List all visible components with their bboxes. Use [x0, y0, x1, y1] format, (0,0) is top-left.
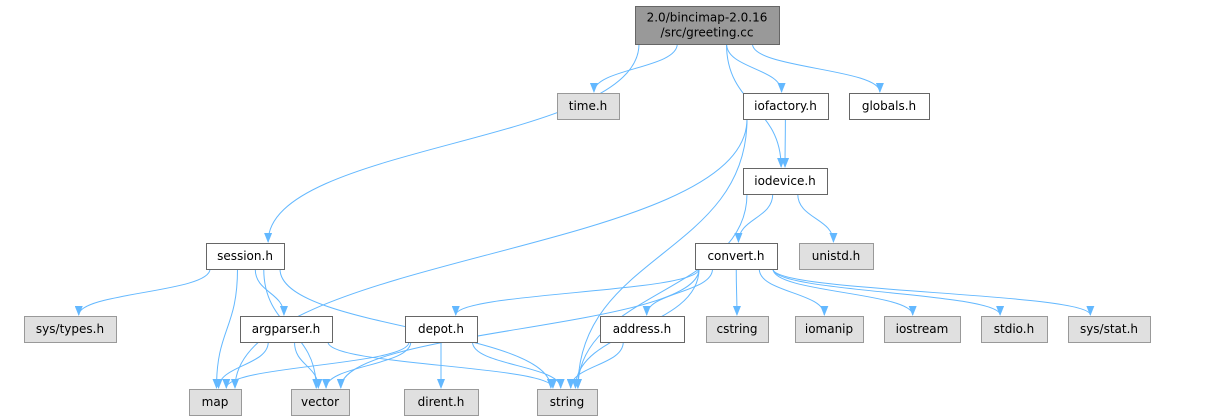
node-depot-box: [405, 316, 478, 343]
node-time-label-0: time.h: [569, 99, 608, 113]
node-root-label-0: 2.0/bincimap-2.0.16: [647, 11, 768, 25]
node-iofactory-label-0: iofactory.h: [754, 99, 817, 113]
node-iodevice-label-0: iodevice.h: [754, 174, 816, 188]
node-depot-label-0: depot.h: [418, 322, 464, 336]
edge-convert-to-iomanip: [758, 268, 829, 316]
node-systypes: sys/types.h: [24, 316, 117, 343]
node-depot[interactable]: depot.h: [405, 316, 478, 343]
node-convert-label-0: convert.h: [707, 249, 764, 263]
node-iodevice[interactable]: iodevice.h: [743, 168, 828, 195]
edge-convert-to-depot: [451, 268, 700, 316]
nodes-layer: 2.0/bincimap-2.0.16/src/greeting.cc time.…: [24, 6, 1151, 416]
edge-session-to-argparser: [254, 268, 288, 316]
node-globals-box: [849, 93, 930, 120]
node-iofactory-box: [743, 93, 829, 120]
edge-iofactory-to-string: [573, 118, 748, 389]
node-unistd: unistd.h: [799, 243, 874, 270]
node-session-box: [206, 243, 285, 270]
node-map: map: [189, 389, 242, 416]
node-cstring: cstring: [706, 316, 769, 343]
edge-argparser-to-map: [214, 341, 269, 389]
node-root[interactable]: 2.0/bincimap-2.0.16/src/greeting.cc: [635, 6, 780, 45]
edge-convert-to-stdio: [772, 268, 1005, 316]
node-vector: vector: [291, 389, 350, 416]
node-unistd-label-0: unistd.h: [812, 249, 861, 263]
node-stdio-box: [981, 316, 1048, 343]
node-iodevice-box: [743, 168, 828, 195]
node-iomanip-label-0: iomanip: [805, 322, 853, 336]
node-iostream-label-0: iostream: [896, 322, 949, 336]
node-map-label-0: map: [202, 395, 229, 409]
node-stdio: stdio.h: [981, 316, 1048, 343]
node-sysstat: sys/stat.h: [1068, 316, 1151, 343]
node-root-box: [635, 6, 780, 45]
node-dirent-label-0: dirent.h: [418, 395, 465, 409]
edge-depot-to-map: [222, 341, 410, 389]
edge-convert-to-vector: [336, 268, 700, 389]
node-systypes-box: [24, 316, 117, 343]
node-dirent-box: [404, 389, 479, 416]
node-session[interactable]: session.h: [206, 243, 285, 270]
edge-session-to-systypes: [74, 268, 211, 316]
node-address-label-0: address.h: [613, 322, 672, 336]
node-globals[interactable]: globals.h: [849, 93, 930, 120]
edge-argparser-to-vector: [294, 341, 323, 389]
node-dirent: dirent.h: [404, 389, 479, 416]
node-time-box: [557, 93, 620, 120]
edge-session-to-map: [212, 268, 238, 389]
edge-root-to-globals: [752, 43, 884, 93]
node-iomanip: iomanip: [795, 316, 864, 343]
node-session-label-0: session.h: [217, 249, 273, 263]
node-map-box: [189, 389, 242, 416]
node-root-label-1: /src/greeting.cc: [661, 26, 754, 40]
node-unistd-box: [799, 243, 874, 270]
node-address[interactable]: address.h: [600, 316, 685, 343]
node-string-label-0: string: [550, 395, 584, 409]
edge-iodevice-to-convert: [734, 193, 774, 243]
edge-convert-to-address: [642, 268, 713, 316]
edge-convert-to-cstring: [732, 268, 741, 316]
node-cstring-label-0: cstring: [716, 322, 757, 336]
edge-iodevice-to-string: [573, 193, 748, 389]
node-globals-label-0: globals.h: [862, 99, 916, 113]
node-sysstat-box: [1068, 316, 1151, 343]
node-stdio-label-0: stdio.h: [994, 322, 1034, 336]
node-string: string: [537, 389, 598, 416]
node-argparser[interactable]: argparser.h: [240, 316, 333, 343]
edge-iodevice-to-unistd: [797, 193, 838, 243]
node-convert-box: [695, 243, 778, 270]
node-cstring-box: [706, 316, 769, 343]
node-argparser-label-0: argparser.h: [252, 322, 320, 336]
edge-convert-to-iostream: [772, 268, 917, 316]
node-iomanip-box: [795, 316, 864, 343]
node-convert[interactable]: convert.h: [695, 243, 778, 270]
edge-root-to-iofactory: [726, 43, 786, 93]
node-address-box: [600, 316, 685, 343]
node-vector-box: [291, 389, 350, 416]
node-time: time.h: [557, 93, 620, 120]
edge-root-to-time: [589, 43, 678, 93]
edge-depot-to-vector: [322, 341, 412, 389]
node-vector-label-0: vector: [301, 395, 339, 409]
edge-address-to-string: [566, 341, 624, 389]
node-iofactory[interactable]: iofactory.h: [743, 93, 829, 120]
edge-argparser-to-string: [327, 341, 557, 389]
edge-depot-to-string: [472, 341, 565, 389]
node-iostream-box: [884, 316, 961, 343]
node-systypes-label-0: sys/types.h: [36, 322, 104, 336]
node-iostream: iostream: [884, 316, 961, 343]
node-string-box: [537, 389, 598, 416]
edge-convert-to-sysstat: [772, 268, 1095, 316]
edge-root-to-session: [264, 43, 640, 243]
node-argparser-box: [240, 316, 333, 343]
node-sysstat-label-0: sys/stat.h: [1080, 322, 1138, 336]
